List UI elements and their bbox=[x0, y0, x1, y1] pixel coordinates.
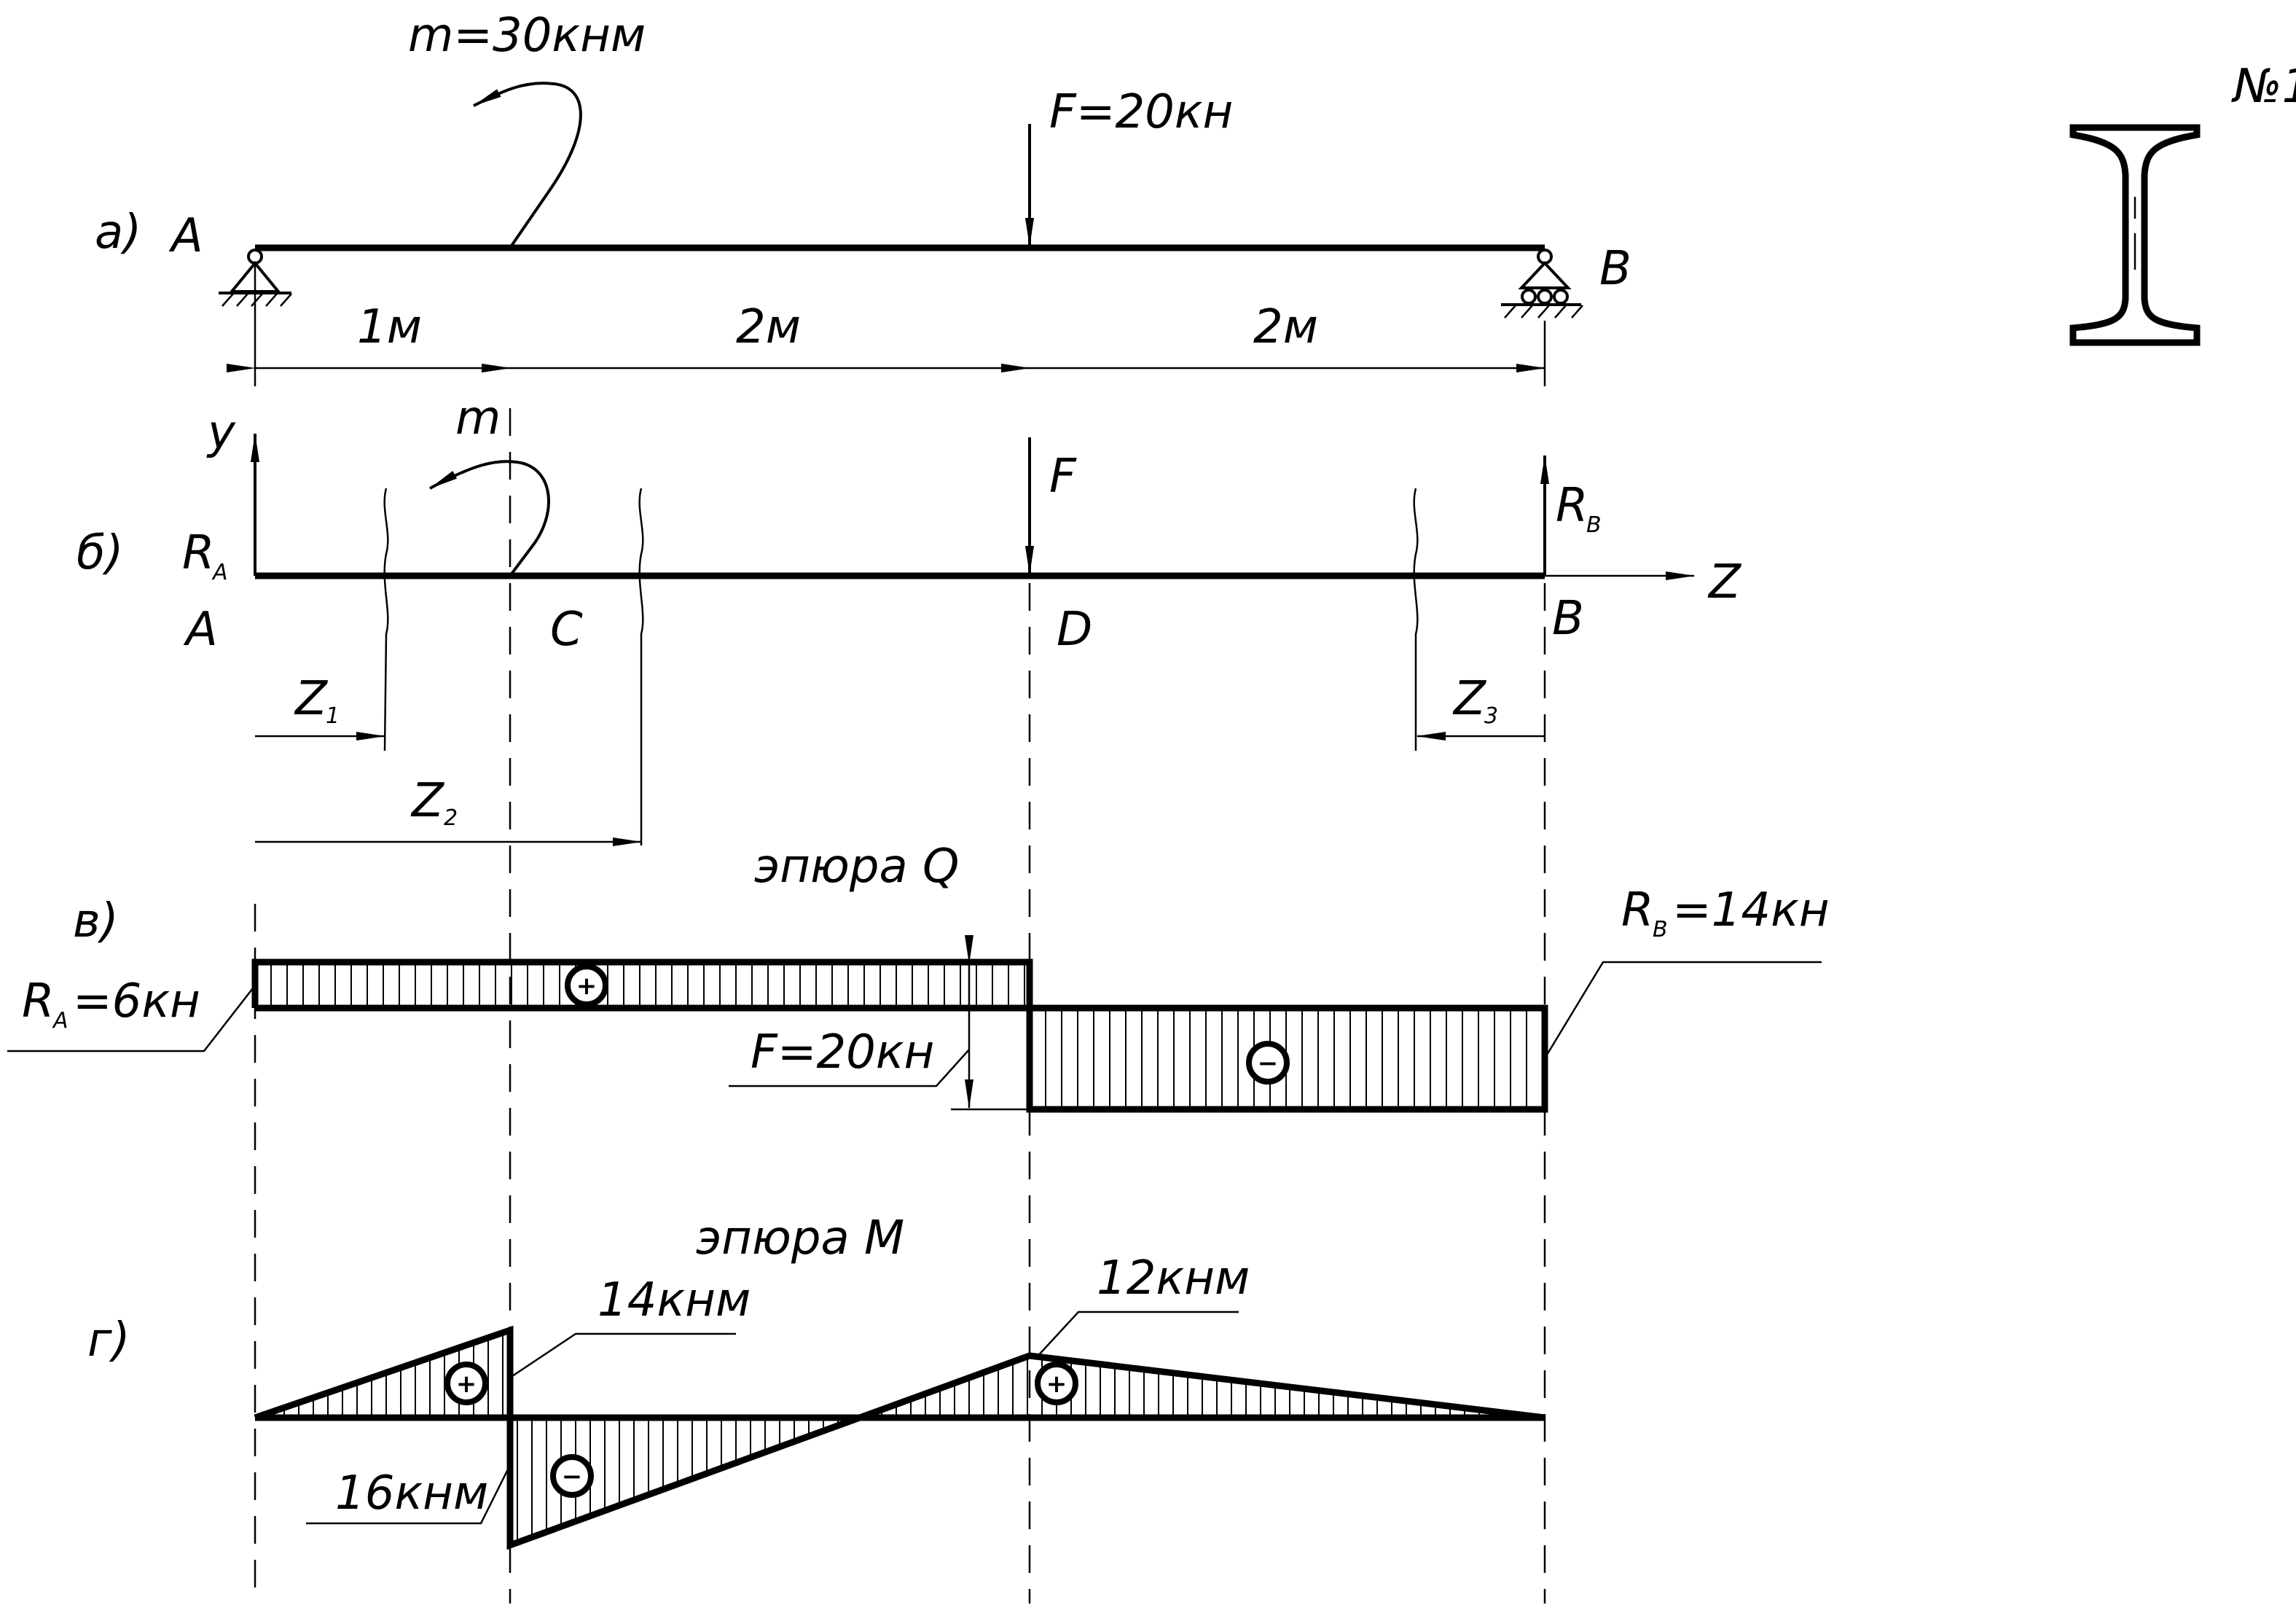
rb-label: R bbox=[1556, 479, 1588, 533]
m-16-leader bbox=[306, 1464, 512, 1525]
m-14-leader bbox=[509, 1332, 736, 1379]
force-label: F=20кн bbox=[1049, 85, 1233, 139]
part-b-scheme: б) y Z R A R B m F A C D B bbox=[77, 391, 1741, 846]
dimension-2: 2м bbox=[736, 300, 801, 354]
q-plus-sign-icon: + bbox=[565, 964, 608, 1007]
ra-value-rest: =6кн bbox=[73, 975, 200, 1028]
m-14-label: 14кнм bbox=[597, 1273, 751, 1327]
profile-number: №16 bbox=[2231, 60, 2296, 114]
q-jump-label: F=20кн bbox=[751, 1026, 934, 1079]
part-g-label: г) bbox=[87, 1313, 130, 1367]
z2-sub: 2 bbox=[444, 805, 458, 831]
m-diagram-title: эпюра M bbox=[696, 1211, 904, 1265]
shear-diagram: в) эпюра Q + − R A =6кн R B =14кн F=20кн bbox=[7, 840, 1830, 1113]
q-diagram-title: эпюра Q bbox=[754, 840, 959, 894]
part-a-beam: а) A B m=30кнм F=20кн bbox=[95, 9, 1631, 386]
scheme-force-label: F bbox=[1049, 450, 1077, 504]
q-hatching bbox=[270, 962, 1543, 1109]
z-axis-label: Z bbox=[1707, 555, 1741, 609]
scheme-point-a: A bbox=[183, 603, 218, 657]
rb-sub: B bbox=[1586, 512, 1602, 538]
svg-text:−: − bbox=[562, 1462, 583, 1491]
y-axis-label: y bbox=[206, 406, 236, 460]
m-diagram-line bbox=[254, 1325, 1545, 1550]
svg-text:+: + bbox=[576, 972, 597, 1001]
section-cuts bbox=[383, 488, 1419, 845]
q-minus-sign-icon: − bbox=[1246, 1041, 1290, 1085]
scheme-moment-label: m bbox=[455, 391, 501, 445]
ra-label: R bbox=[182, 526, 214, 580]
m-minus-sign-icon: − bbox=[550, 1454, 594, 1498]
point-b-label: B bbox=[1599, 242, 1631, 296]
i-beam-profile-icon: №16 bbox=[2069, 60, 2296, 346]
roller-support-icon bbox=[1501, 249, 1583, 319]
rb-leader bbox=[1543, 961, 1822, 1059]
dimension-3: 2м bbox=[1253, 300, 1318, 354]
rb-value-sub: B bbox=[1653, 917, 1668, 942]
ra-value-r: R bbox=[22, 975, 54, 1028]
z3-label: Z bbox=[1452, 672, 1486, 726]
part-a-label: а) bbox=[95, 206, 141, 259]
moment-arrow-icon bbox=[473, 82, 582, 249]
svg-text:+: + bbox=[456, 1370, 477, 1399]
svg-text:−: − bbox=[1258, 1049, 1279, 1078]
part-v-label: в) bbox=[73, 894, 119, 948]
moment-label: m=30кнм bbox=[408, 9, 646, 63]
point-a-label: A bbox=[168, 209, 203, 263]
rb-value-r: R bbox=[1621, 883, 1653, 937]
m-plus-sign-left-icon: + bbox=[444, 1362, 488, 1405]
z1-sub: 1 bbox=[326, 703, 340, 729]
rb-value-rest: =14кн bbox=[1672, 883, 1830, 937]
svg-text:+: + bbox=[1046, 1370, 1067, 1399]
m-12-label: 12кнм bbox=[1097, 1251, 1250, 1305]
scheme-point-d: D bbox=[1057, 603, 1092, 657]
moment-diagram: г) эпюра M + − + 14кнм 16кнм 12кнм bbox=[87, 1211, 1545, 1550]
projection-lines bbox=[254, 408, 1546, 1604]
scheme-point-b: B bbox=[1552, 592, 1584, 646]
m-plus-sign-right-icon: + bbox=[1035, 1362, 1078, 1405]
m-12-leader bbox=[1034, 1311, 1239, 1360]
scheme-moment-icon bbox=[429, 460, 550, 577]
q-positive-region bbox=[251, 958, 1033, 1012]
ra-value-sub: A bbox=[52, 1008, 68, 1034]
part-b-label: б) bbox=[77, 526, 123, 580]
scheme-point-c: C bbox=[550, 603, 583, 657]
m-16-label: 16кнм bbox=[335, 1466, 488, 1520]
q-jump-leader bbox=[729, 1049, 970, 1087]
z3-sub: 3 bbox=[1484, 703, 1498, 729]
ra-sub: A bbox=[211, 560, 228, 585]
q-negative-region bbox=[1026, 1004, 1548, 1113]
z1-label: Z bbox=[294, 672, 328, 726]
dimension-lines: 1м 2м 2м bbox=[227, 262, 1546, 386]
z2-label: Z bbox=[410, 774, 444, 828]
dimension-1: 1м bbox=[357, 300, 422, 354]
ra-leader bbox=[7, 985, 256, 1052]
